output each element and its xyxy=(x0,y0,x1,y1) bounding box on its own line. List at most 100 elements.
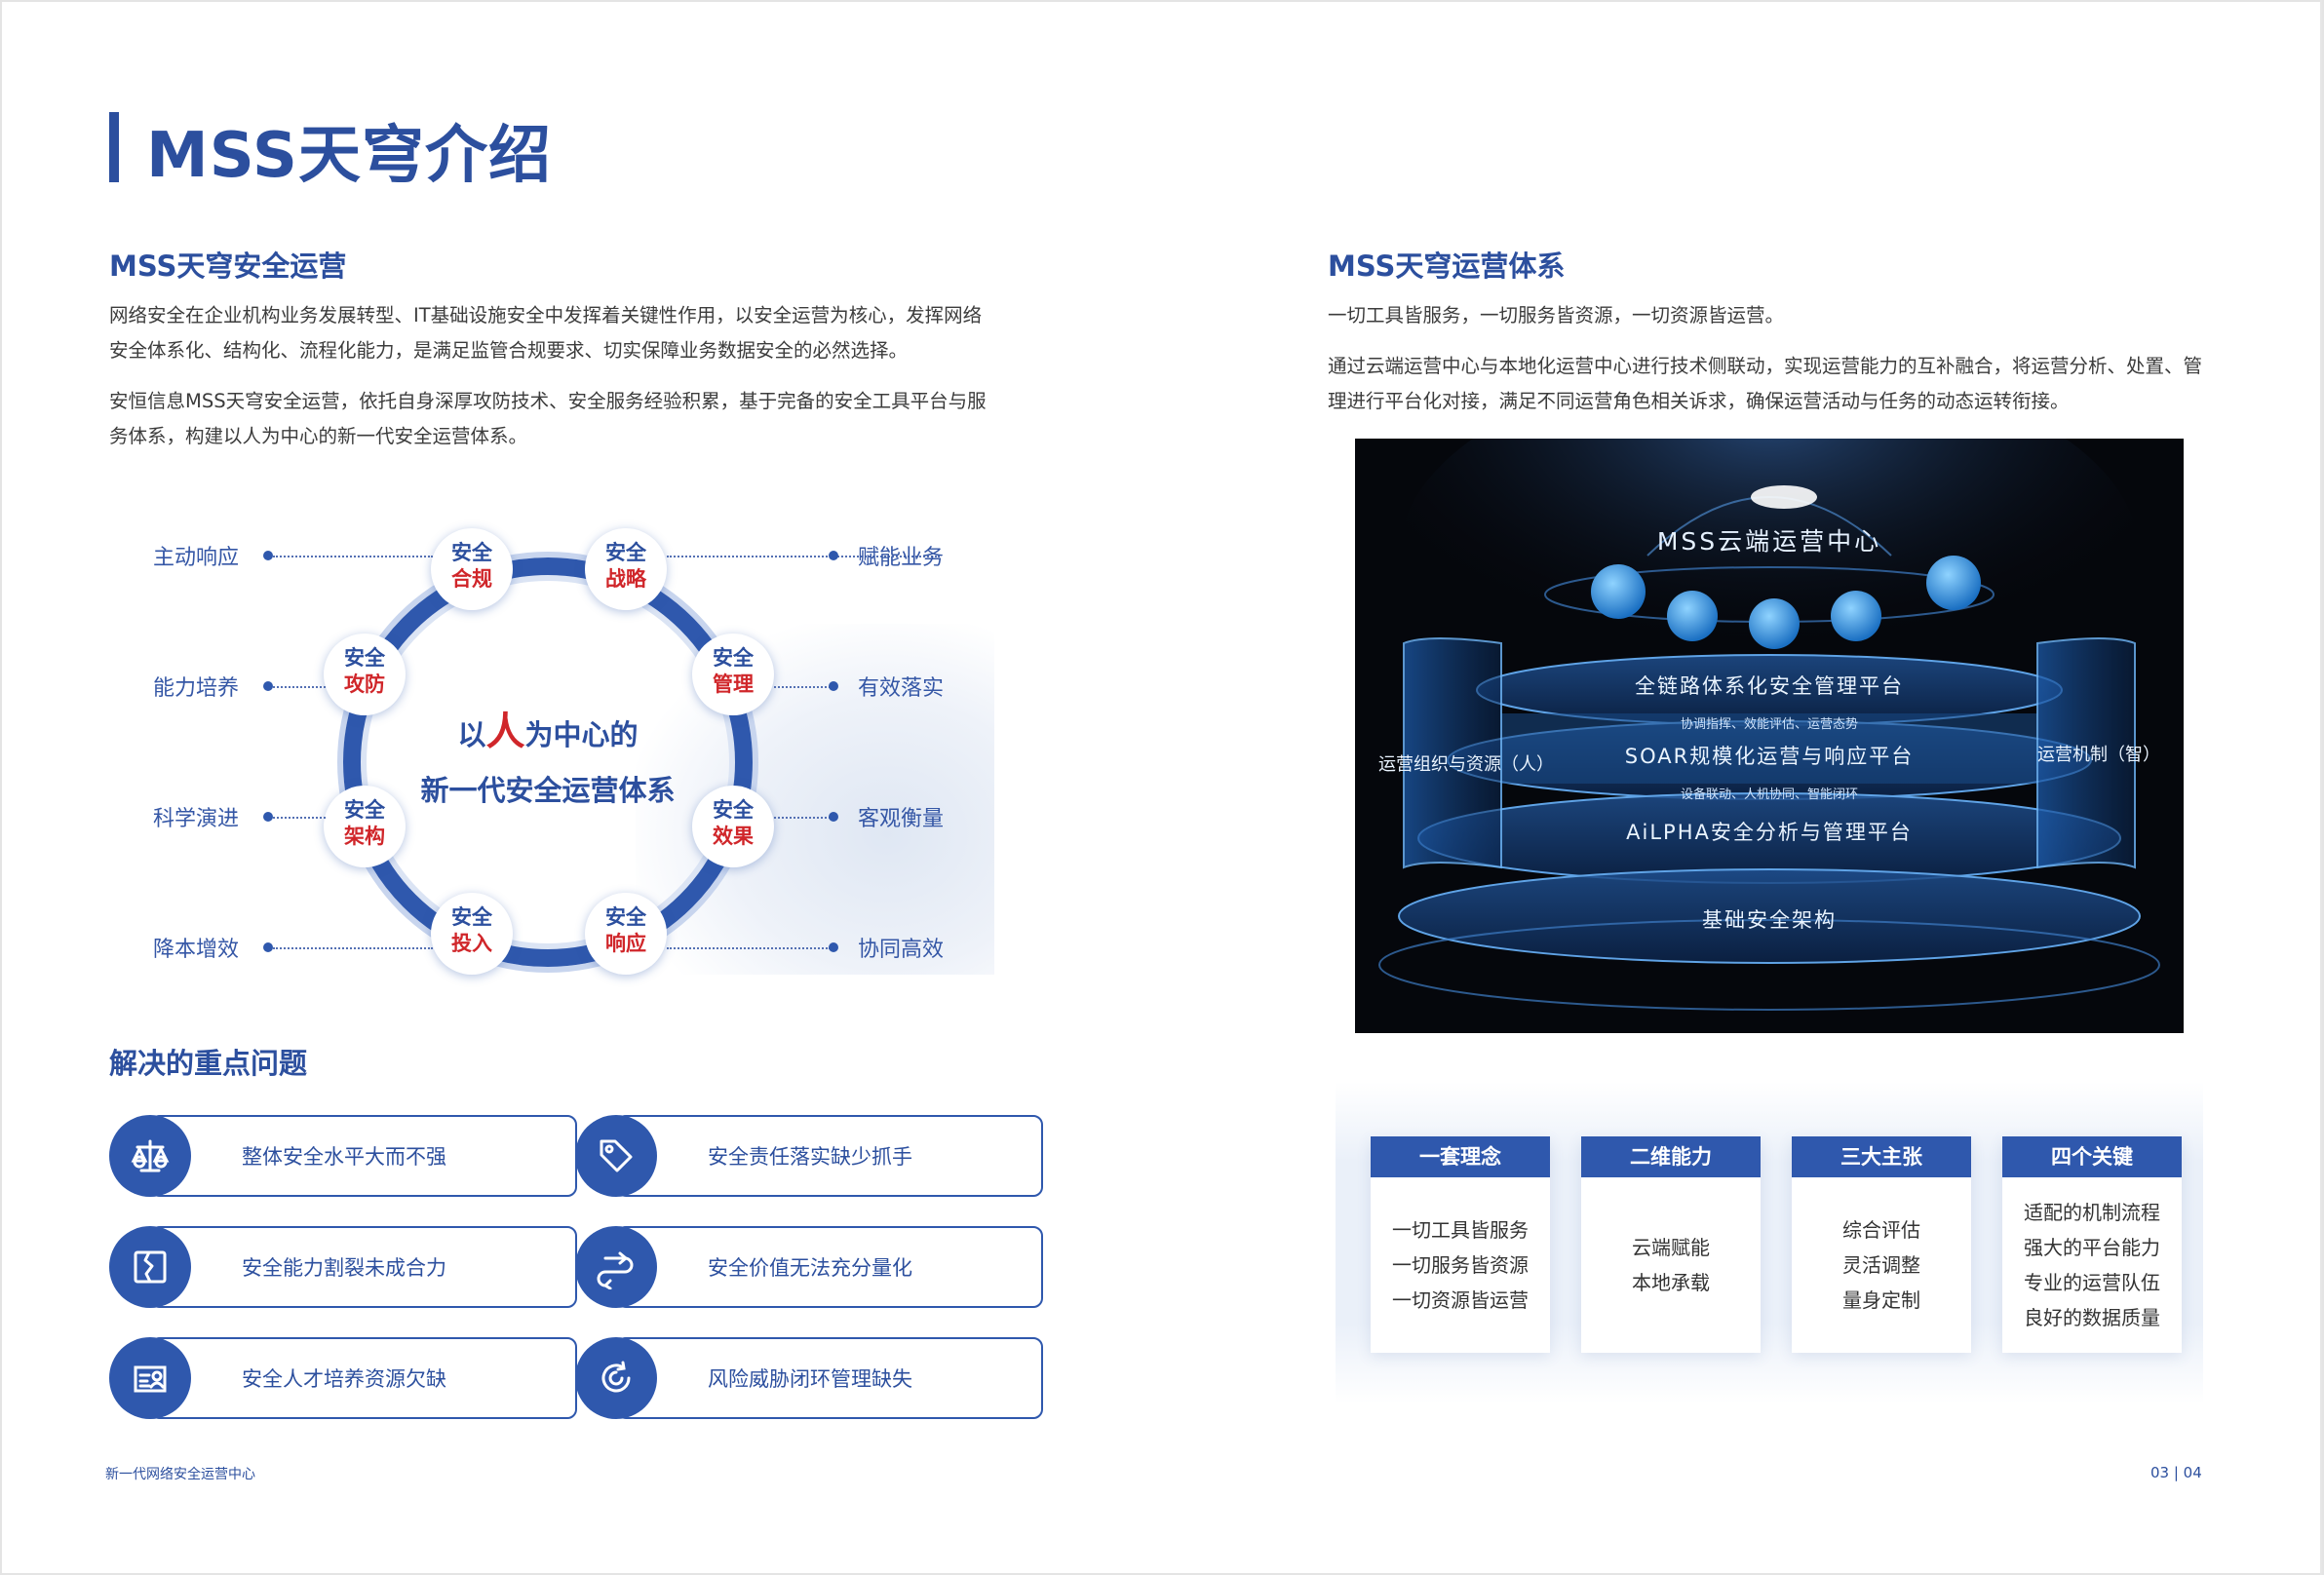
column-header: 一套理念 xyxy=(1371,1136,1550,1177)
page-numbers: 03 | 04 xyxy=(2150,1464,2202,1481)
node-effect: 安全效果 xyxy=(692,786,774,867)
label-scientific-evolution: 科学演进 xyxy=(153,807,240,831)
people-centric-diagram: 以人为中心的 新一代安全运营体系 安全合规 安全战略 安全攻防 安全管理 安全架… xyxy=(109,507,994,984)
section-title-ops-system: MSS天穹运营体系 xyxy=(1328,250,1566,283)
label-empower-business: 赋能业务 xyxy=(858,546,945,570)
problem-text: 安全责任落实缺少抓手 xyxy=(708,1145,912,1169)
hero-left-panel-title: 运营组织与资源（人） xyxy=(1378,754,1554,775)
problem-text: 整体安全水平大而不强 xyxy=(242,1145,446,1169)
problem-card: 整体安全水平大而不强 xyxy=(109,1115,577,1197)
connector-dot xyxy=(829,942,838,952)
label-cost-reduction: 降本增效 xyxy=(153,938,240,962)
intro-paragraph-2: 安恒信息MSS天穹安全运营，依托自身深厚攻防技术、安全服务经验积累，基于完备的安… xyxy=(109,390,987,447)
column-one-concept: 一套理念 一切工具皆服务 一切服务皆资源 一切资源皆运营 xyxy=(1371,1136,1550,1353)
connector-line xyxy=(273,947,433,949)
connector-line xyxy=(667,556,940,557)
connector-line xyxy=(273,686,326,688)
node-investment: 安全投入 xyxy=(431,893,513,975)
node-response: 安全响应 xyxy=(585,893,667,975)
connector-line xyxy=(273,556,433,557)
hero-layer3-title: AiLPHA安全分析与管理平台 xyxy=(1626,821,1913,844)
problem-text: 安全人才培养资源欠缺 xyxy=(242,1367,446,1391)
column-header: 二维能力 xyxy=(1581,1136,1761,1177)
column-header: 四个关键 xyxy=(2002,1136,2182,1177)
column-body: 云端赋能 本地承载 xyxy=(1581,1177,1761,1353)
problem-card: 风险威胁闭环管理缺失 xyxy=(575,1337,1043,1419)
hero-layer1-subtitle: 协调指挥、效能评估、运营态势 xyxy=(1680,717,1858,732)
bubble-arsenal xyxy=(1749,598,1800,649)
problem-text: 安全价值无法充分量化 xyxy=(708,1256,912,1280)
problem-card-frame xyxy=(150,1115,577,1197)
footer-title: 新一代网络安全运营中心 xyxy=(105,1467,255,1482)
column-item: 综合评估 xyxy=(1842,1218,1920,1242)
problem-card-frame xyxy=(616,1337,1043,1419)
split-icon xyxy=(109,1226,191,1308)
problem-card-frame xyxy=(616,1115,1043,1197)
ops-paragraph-1: 一切工具皆服务，一切服务皆资源，一切资源皆运营。 xyxy=(1328,304,1785,327)
connector-dot xyxy=(263,681,273,691)
column-item: 一切服务皆资源 xyxy=(1392,1253,1529,1277)
cloud-ops-architecture-image: MSS云端运营中心 全链路体系化安全管理平台 协调指挥、效能评估、运营态势 SO… xyxy=(1355,439,2184,1033)
ops-paragraph-2: 通过云端运营中心与本地化运营中心进行技术侧联动，实现运营能力的互补融合，将运营分… xyxy=(1328,355,2203,412)
scale-icon xyxy=(109,1115,191,1197)
label-active-response: 主动响应 xyxy=(153,546,240,570)
column-four-keys: 四个关键 适配的机制流程 强大的平台能力 专业的运营队伍 良好的数据质量 xyxy=(2002,1136,2182,1353)
node-management: 安全管理 xyxy=(692,634,774,715)
diagram-center-text: 以人为中心的 新一代安全运营体系 xyxy=(402,702,694,816)
hero-right-panel-title: 运营机制（智） xyxy=(2037,745,2160,765)
section-title-key-problems: 解决的重点问题 xyxy=(109,1047,308,1080)
problem-card: 安全人才培养资源欠缺 xyxy=(109,1337,577,1419)
column-header: 三大主张 xyxy=(1792,1136,1971,1177)
column-three-propositions: 三大主张 综合评估 灵活调整 量身定制 xyxy=(1792,1136,1971,1353)
column-item: 专业的运营队伍 xyxy=(2024,1271,2160,1294)
title-accent-bar xyxy=(109,112,119,182)
node-attack-defense: 安全攻防 xyxy=(324,634,406,715)
connector-dot xyxy=(263,812,273,822)
section-title-security-ops: MSS天穹安全运营 xyxy=(109,250,347,283)
hero-layer1-title: 全链路体系化安全管理平台 xyxy=(1635,674,1904,698)
architecture-graphic xyxy=(1355,439,2184,1033)
connector-dot xyxy=(263,942,273,952)
id-card-icon xyxy=(109,1337,191,1419)
label-collaborative-efficiency: 协同高效 xyxy=(858,938,945,962)
problem-card-frame xyxy=(150,1337,577,1419)
column-body: 一切工具皆服务 一切服务皆资源 一切资源皆运营 xyxy=(1371,1177,1550,1353)
connector-dot xyxy=(829,812,838,822)
bubble-expert-team xyxy=(1926,556,1981,610)
hero-layer4-title: 基础安全架构 xyxy=(1702,908,1837,932)
connector-line xyxy=(667,947,831,949)
intro-paragraph-1: 网络安全在企业机构业务发展转型、IT基础设施安全中发挥着关键性作用，以安全运营为… xyxy=(109,304,983,362)
column-body: 适配的机制流程 强大的平台能力 专业的运营队伍 良好的数据质量 xyxy=(2002,1177,2182,1353)
connector-dot xyxy=(829,681,838,691)
column-item: 一切资源皆运营 xyxy=(1392,1288,1529,1312)
node-strategy: 安全战略 xyxy=(585,528,667,610)
column-item: 云端赋能 xyxy=(1632,1236,1710,1259)
problem-card: 安全能力割裂未成合力 xyxy=(109,1226,577,1308)
center-title-line2: 新一代安全运营体系 xyxy=(420,774,676,807)
column-item: 量身定制 xyxy=(1842,1288,1920,1312)
tag-icon xyxy=(575,1115,657,1197)
center-title-line1: 以人为中心的 xyxy=(457,710,639,754)
bubble-threat-monitoring xyxy=(1591,564,1646,619)
page-title: MSS天穹介绍 xyxy=(146,120,552,192)
connector-dot xyxy=(829,551,838,560)
column-item: 强大的平台能力 xyxy=(2024,1236,2160,1259)
problem-card-frame xyxy=(150,1226,577,1308)
column-item: 灵活调整 xyxy=(1842,1253,1920,1277)
label-capability-training: 能力培养 xyxy=(153,676,240,701)
bubble-knowledge-base xyxy=(1667,591,1718,641)
connector-line xyxy=(774,686,831,688)
column-two-capabilities: 二维能力 云端赋能 本地承载 xyxy=(1581,1136,1761,1353)
problem-card-frame xyxy=(616,1226,1043,1308)
hero-layer2-title: SOAR规模化运营与响应平台 xyxy=(1624,745,1915,768)
bubble-intel-base xyxy=(1831,591,1881,641)
node-compliance: 安全合规 xyxy=(431,528,513,610)
problem-card: 安全责任落实缺少抓手 xyxy=(575,1115,1043,1197)
cycle-icon xyxy=(575,1337,657,1419)
label-objective-measurement: 客观衡量 xyxy=(858,807,945,831)
page-spine xyxy=(2320,0,2322,1575)
connector-dot xyxy=(263,551,273,560)
label-effective-implementation: 有效落实 xyxy=(858,676,945,701)
column-item: 本地承载 xyxy=(1632,1271,1710,1294)
column-item: 适配的机制流程 xyxy=(2024,1201,2160,1224)
